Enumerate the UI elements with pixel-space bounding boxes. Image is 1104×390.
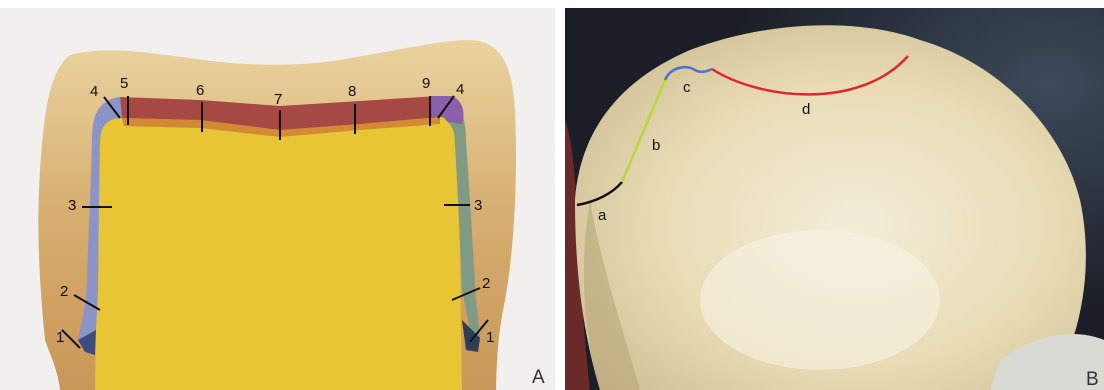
label-b-b: b (652, 137, 660, 154)
label-b-d: d (802, 101, 810, 118)
label-b-a: a (598, 207, 607, 224)
label-a-1-right: 1 (486, 329, 494, 346)
label-a-3-right: 3 (474, 197, 482, 214)
label-a-1-left: 1 (56, 329, 64, 346)
label-a-3-left: 3 (68, 197, 76, 214)
label-a-5: 5 (120, 75, 128, 92)
label-a-6: 6 (196, 82, 204, 99)
label-a-9: 9 (422, 75, 430, 92)
label-a-8: 8 (348, 83, 356, 100)
label-a-7: 7 (274, 91, 282, 108)
tooth-highlight (700, 230, 940, 370)
panel-b: a b c d B (565, 8, 1104, 390)
panel-b-letter: B (1086, 369, 1099, 390)
panel-a-letter: A (532, 367, 545, 388)
label-b-c: c (683, 79, 691, 96)
label-a-4-right: 4 (456, 81, 464, 98)
label-a-2-left: 2 (60, 283, 68, 300)
label-a-2-right: 2 (482, 275, 490, 292)
tooth-core (95, 112, 462, 390)
panel-a: 1 2 3 4 5 6 7 8 9 4 3 2 1 A (0, 8, 555, 390)
label-a-4-left: 4 (90, 83, 98, 100)
